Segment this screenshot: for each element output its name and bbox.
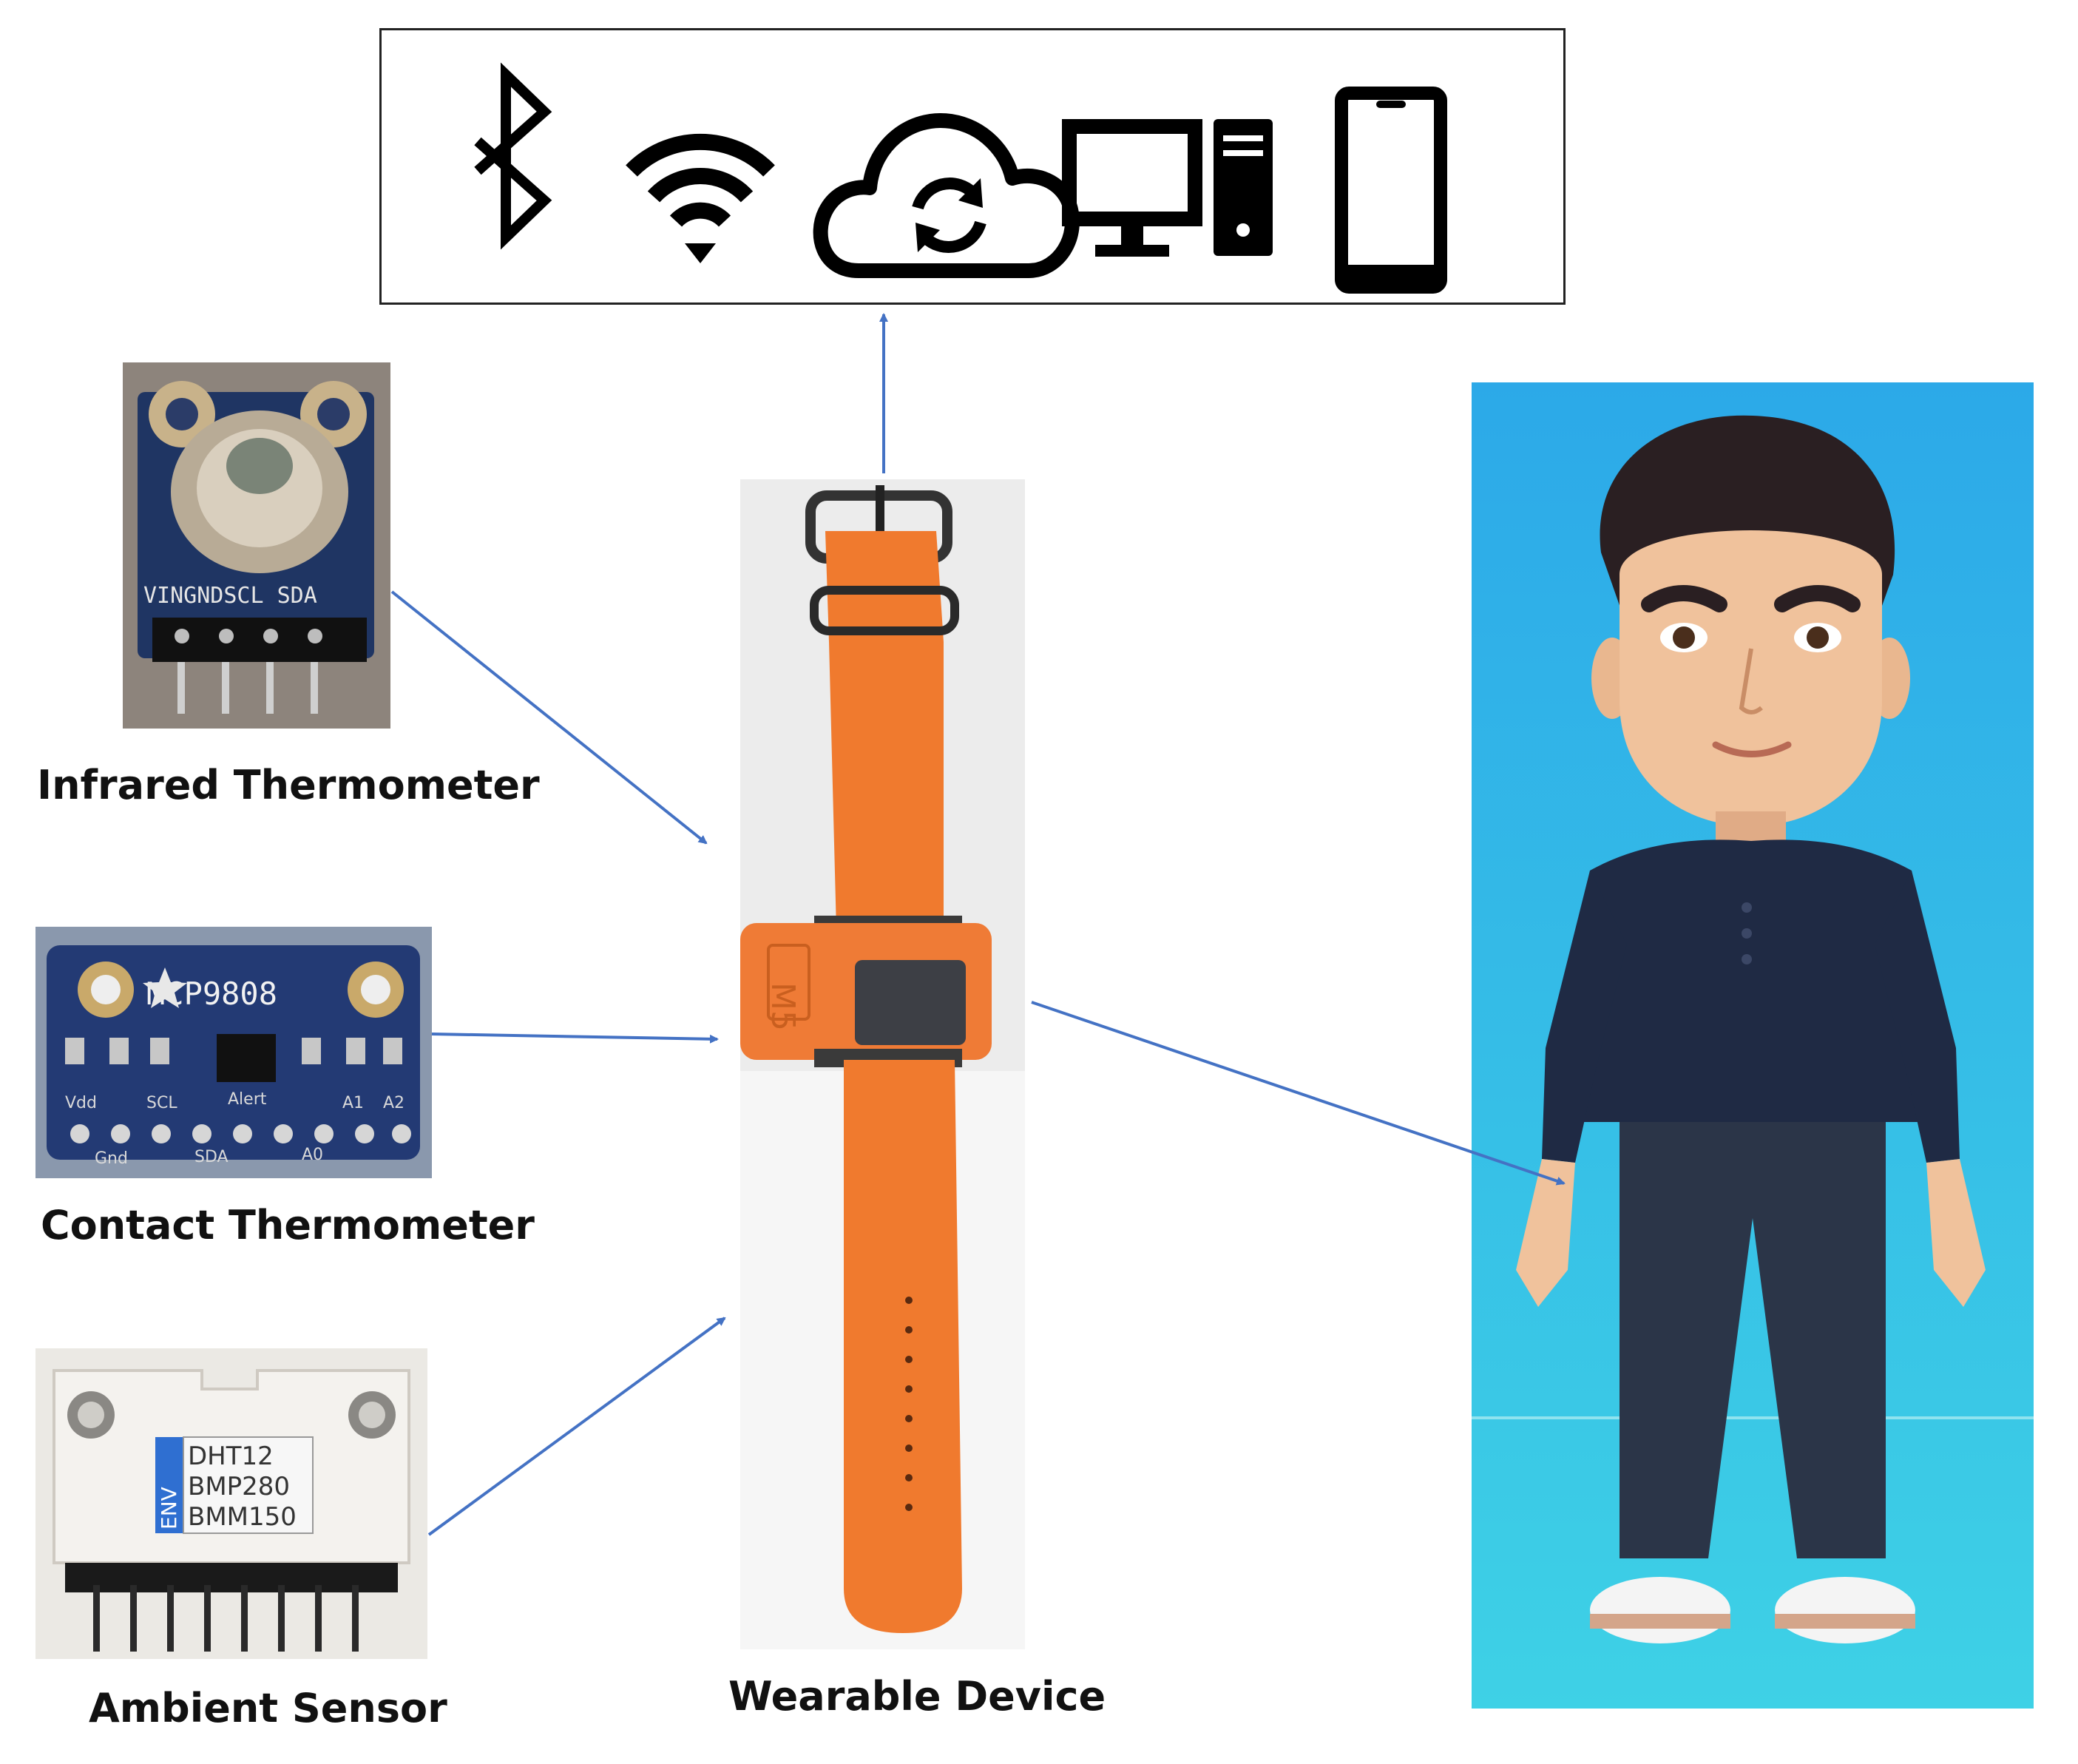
infrared-thermometer-photo: VINGNDSCL SDA — [123, 362, 390, 729]
arrow-contact-to-watch — [431, 1033, 719, 1044]
contact-pin-sda: SDA — [194, 1148, 229, 1166]
contact-pin-a1: A1 — [342, 1094, 364, 1112]
contact-pin-a0: A0 — [302, 1146, 323, 1164]
ambient-sensor-label: Ambient Sensor — [89, 1685, 447, 1731]
bluetooth-icon — [474, 62, 552, 250]
contact-thermometer-label: Contact Thermometer — [41, 1202, 535, 1248]
ambient-sensor-photo: ENV DHT12 BMP280 BMM150 — [35, 1348, 427, 1659]
infrared-thermometer-label: Infrared Thermometer — [37, 762, 540, 808]
ambient-sensor-bmp280: BMP280 — [188, 1472, 290, 1501]
ambient-sensor-dht12: DHT12 — [188, 1442, 274, 1471]
ambient-sensor-bmm150: BMM150 — [188, 1502, 297, 1532]
smartphone-icon — [1335, 87, 1447, 294]
arrow-infrared-to-watch — [390, 590, 708, 845]
wifi-icon — [626, 133, 775, 263]
infrared-pin-labels: VINGNDSCL SDA — [143, 583, 317, 609]
desktop-computer-icon — [1062, 119, 1273, 257]
wearable-device-label: Wearable Device — [728, 1673, 1106, 1720]
arrow-watch-to-avatar-wrist — [1031, 1001, 1566, 1186]
ambient-env-tag: ENV — [157, 1487, 181, 1530]
connectivity-box — [379, 28, 1566, 305]
contact-pin-scl: SCL — [146, 1094, 177, 1112]
contact-pin-gnd: Gnd — [95, 1149, 128, 1168]
contact-pin-a2: A2 — [383, 1094, 405, 1112]
contact-thermometer-photo: MCP9808 Vdd SCL Alert A1 A2 Gnd SDA A0 — [35, 927, 432, 1178]
contact-pin-vdd: Vdd — [65, 1094, 97, 1112]
wearable-device-photo: M5 — [740, 479, 1025, 1649]
arrow-ambient-to-watch — [427, 1317, 726, 1536]
avatar-panel — [1472, 382, 2034, 1709]
contact-pin-alert: Alert — [228, 1090, 267, 1109]
watch-logo: M5 — [764, 982, 802, 1031]
